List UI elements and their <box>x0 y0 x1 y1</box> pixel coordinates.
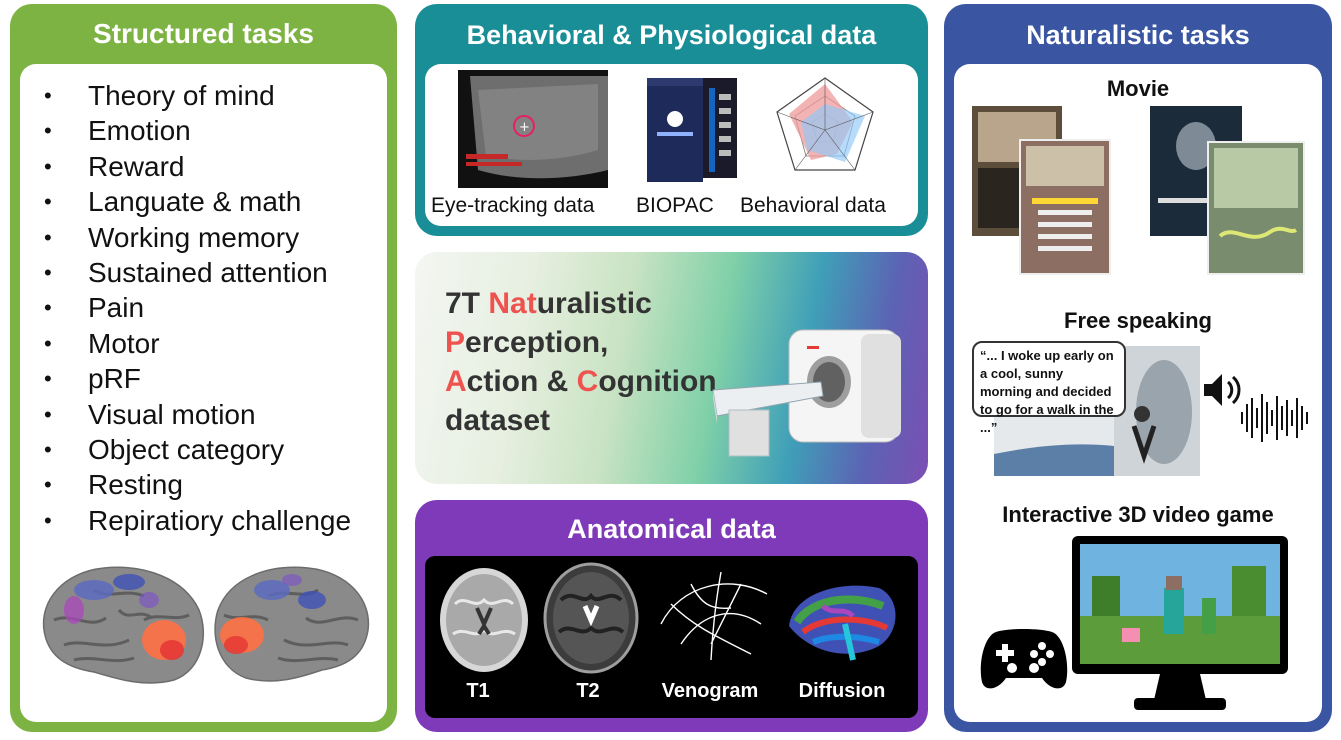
task-label: Visual motion <box>88 398 256 430</box>
task-label: Working memory <box>88 221 300 253</box>
gamepad-icon <box>980 629 1068 689</box>
diffusion-label: Diffusion <box>798 680 886 702</box>
left-hemisphere-brain-image <box>42 566 205 684</box>
venogram-image <box>651 564 777 668</box>
list-item: •Resting <box>44 467 351 502</box>
eye-tracking-image: + <box>458 70 608 188</box>
biopac-caption: BIOPAC <box>636 194 714 217</box>
t1-label: T1 <box>466 680 490 702</box>
dataset-title-ction: ction & <box>466 365 577 398</box>
naturalistic-tasks-title: Naturalistic tasks <box>1026 20 1250 50</box>
behavioral-title: Behavioral & Physiological data <box>466 20 877 50</box>
list-item: •Reward <box>44 149 351 184</box>
naturalistic-tasks-panel: Naturalistic tasks Movie Free speaking <box>944 4 1332 732</box>
video-game-heading: Interactive 3D video game <box>1002 502 1274 527</box>
movie-posters-left-image <box>972 106 1111 275</box>
dataset-title-uralistic: uralistic <box>536 287 652 320</box>
behavioral-radar-chart-image <box>776 77 874 171</box>
list-item: •pRF <box>44 361 351 396</box>
task-label: pRF <box>88 363 141 395</box>
monitor-with-game-image <box>1072 536 1288 710</box>
free-speaking-heading: Free speaking <box>1064 308 1212 333</box>
eye-tracking-caption: Eye-tracking data <box>431 194 595 217</box>
task-label: Emotion <box>88 115 191 147</box>
sound-wave-icon <box>1241 394 1308 442</box>
dataset-title: 7T Naturalistic Perception, Action & Cog… <box>445 284 717 440</box>
task-label: Repiratiory challenge <box>88 504 352 536</box>
structured-tasks-box: •Theory of mind •Emotion •Reward •Langua… <box>20 64 387 722</box>
dataset-title-c: C <box>576 365 599 398</box>
behavioral-data-caption: Behavioral data <box>740 194 886 217</box>
task-label: Pain <box>88 292 145 324</box>
speaker-icon <box>1204 374 1241 406</box>
task-label: Resting <box>88 469 183 501</box>
dataset-title-7t: 7T <box>445 287 489 320</box>
list-item: •Repiratiory challenge <box>44 503 351 538</box>
list-item: •Motor <box>44 326 351 361</box>
mri-scanner-image <box>712 329 901 457</box>
diffusion-tractography-image <box>789 585 896 661</box>
task-list: •Theory of mind •Emotion •Reward •Langua… <box>44 78 351 538</box>
dataset-title-dataset: dataset <box>445 404 551 437</box>
task-label: Sustained attention <box>88 257 328 289</box>
anatomical-panel: Anatomical data T1 <box>415 500 928 732</box>
list-item: •Emotion <box>44 113 351 148</box>
list-item: •Languate & math <box>44 184 351 219</box>
anatomical-title: Anatomical data <box>567 514 776 544</box>
biopac-device-image <box>647 78 737 182</box>
list-item: •Theory of mind <box>44 78 351 113</box>
dataset-title-ognition: ognition <box>598 365 717 398</box>
venogram-label: Venogram <box>661 680 759 702</box>
t2-label: T2 <box>576 680 600 702</box>
svg-text:+: + <box>519 120 530 135</box>
dataset-title-p: P <box>445 326 466 359</box>
list-item: •Visual motion <box>44 397 351 432</box>
dataset-panel: 7T Naturalistic Perception, Action & Cog… <box>415 252 928 484</box>
task-label: Object category <box>88 434 285 466</box>
task-label: Theory of mind <box>88 80 275 111</box>
speech-bubble: “... I woke up early on a cool, sunny mo… <box>972 341 1126 435</box>
t1-brain-scan-image <box>440 568 528 672</box>
list-item: •Working memory <box>44 220 351 255</box>
naturalistic-tasks-box: Movie Free speaking <box>954 64 1322 722</box>
dataset-title-erception: erception, <box>465 326 609 359</box>
dataset-title-a: A <box>445 365 467 398</box>
right-hemisphere-brain-image <box>214 566 370 682</box>
movie-heading: Movie <box>1106 76 1170 101</box>
task-label: Languate & math <box>88 186 302 218</box>
behavioral-physiological-panel: Behavioral & Physiological data + Eye-tr… <box>415 4 928 236</box>
structured-tasks-title: Structured tasks <box>93 18 314 49</box>
list-item: •Pain <box>44 290 351 325</box>
structured-tasks-panel: Structured tasks •Theory of mind •Emotio… <box>10 4 397 732</box>
task-label: Reward <box>88 150 185 182</box>
dataset-title-nat: Nat <box>488 287 537 320</box>
movie-posters-right-image <box>1150 106 1305 275</box>
anatomical-box: T1 T2 Venogram Diffusion <box>425 556 918 718</box>
list-item: •Object category <box>44 432 351 467</box>
t2-brain-scan-image <box>543 562 639 674</box>
behavioral-box: + Eye-tracking data BIOPAC <box>425 64 918 226</box>
list-item: •Sustained attention <box>44 255 351 290</box>
task-label: Motor <box>88 327 160 359</box>
